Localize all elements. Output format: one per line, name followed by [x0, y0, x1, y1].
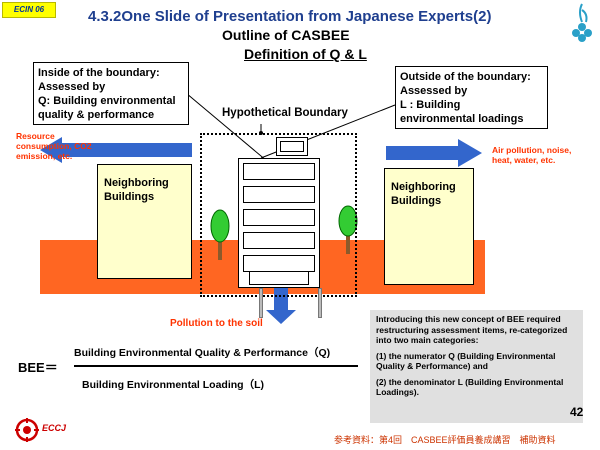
- resource-consumption-label: Resource consumption, CO2 emission, etc.: [16, 131, 92, 161]
- main-building: [238, 158, 320, 288]
- inside-line1: Inside of the boundary:: [38, 67, 160, 79]
- inside-line2: Assessed by: [38, 81, 106, 93]
- note-paragraph-1: Introducing this new concept of BEE requ…: [376, 314, 568, 345]
- inside-line4: quality & performance: [38, 109, 155, 121]
- note-paragraph-2: (1) the numerator Q (Building Environmen…: [376, 350, 556, 372]
- outside-boundary-box: Outside of the boundary: Assessed by L :…: [395, 66, 548, 129]
- outside-line4: environmental loadings: [400, 113, 524, 125]
- note-paragraph-3: (2) the denominator L (Building Environm…: [376, 376, 564, 398]
- neighboring-building-left-label: Neighboring Buildings: [104, 177, 169, 203]
- building-pillar: [259, 288, 263, 318]
- clover-logo-icon: [572, 3, 592, 42]
- building-rooftop: [276, 137, 308, 156]
- soil-pollution-arrow: [266, 270, 296, 324]
- building-floor: [243, 232, 315, 249]
- neighboring-building-right: Neighboring Buildings: [384, 168, 474, 285]
- inside-line3: Q: Building environmental: [38, 95, 176, 107]
- outside-line2: Assessed by: [400, 85, 468, 97]
- pollution-air-arrow: [386, 139, 482, 167]
- soil-pollution-label: Pollution to the soil: [170, 318, 263, 329]
- slide-subtitle-definition: Definition of Q & L: [244, 46, 367, 62]
- bee-numerator: Building Environmental Quality & Perform…: [74, 347, 331, 359]
- slide-id-badge: ECIN 06: [2, 2, 56, 18]
- building-floor: [243, 209, 315, 226]
- building-floor: [243, 163, 315, 180]
- page-number: 42: [570, 405, 584, 419]
- hypothetical-boundary: [200, 133, 357, 297]
- bee-label: BEE＝: [18, 360, 58, 375]
- building-floor: [243, 255, 315, 272]
- building-pillar: [318, 288, 322, 318]
- resource-arrow: [40, 137, 192, 163]
- eccj-logo-text: ECCJ: [42, 423, 67, 433]
- outside-line3: L : Building: [400, 99, 461, 111]
- reference-footer: 参考資料：第4回 CASBEE評価員養成講習 補助資料: [334, 435, 556, 445]
- bee-explanation-note: Introducing this new concept of BEE requ…: [370, 310, 583, 423]
- inside-boundary-box: Inside of the boundary: Assessed by Q: B…: [33, 62, 189, 125]
- hypothetical-boundary-label: Hypothetical Boundary: [222, 107, 348, 119]
- air-pollution-label: Air pollution, noise, heat, water, etc.: [492, 145, 572, 165]
- slide-subtitle: Outline of CASBEE: [222, 27, 350, 43]
- building-base: [249, 271, 309, 285]
- neighboring-building-right-label: Neighboring Buildings: [391, 181, 456, 207]
- building-floor: [243, 186, 315, 203]
- fraction-bar: [74, 365, 358, 367]
- bee-denominator: Building Environmental Loading（L): [82, 379, 264, 391]
- outside-line1: Outside of the boundary:: [400, 71, 531, 83]
- neighboring-building-left: Neighboring Buildings: [97, 164, 192, 279]
- slide-title: 4.3.2One Slide of Presentation from Japa…: [88, 8, 492, 25]
- eccj-logo-icon: [15, 418, 39, 442]
